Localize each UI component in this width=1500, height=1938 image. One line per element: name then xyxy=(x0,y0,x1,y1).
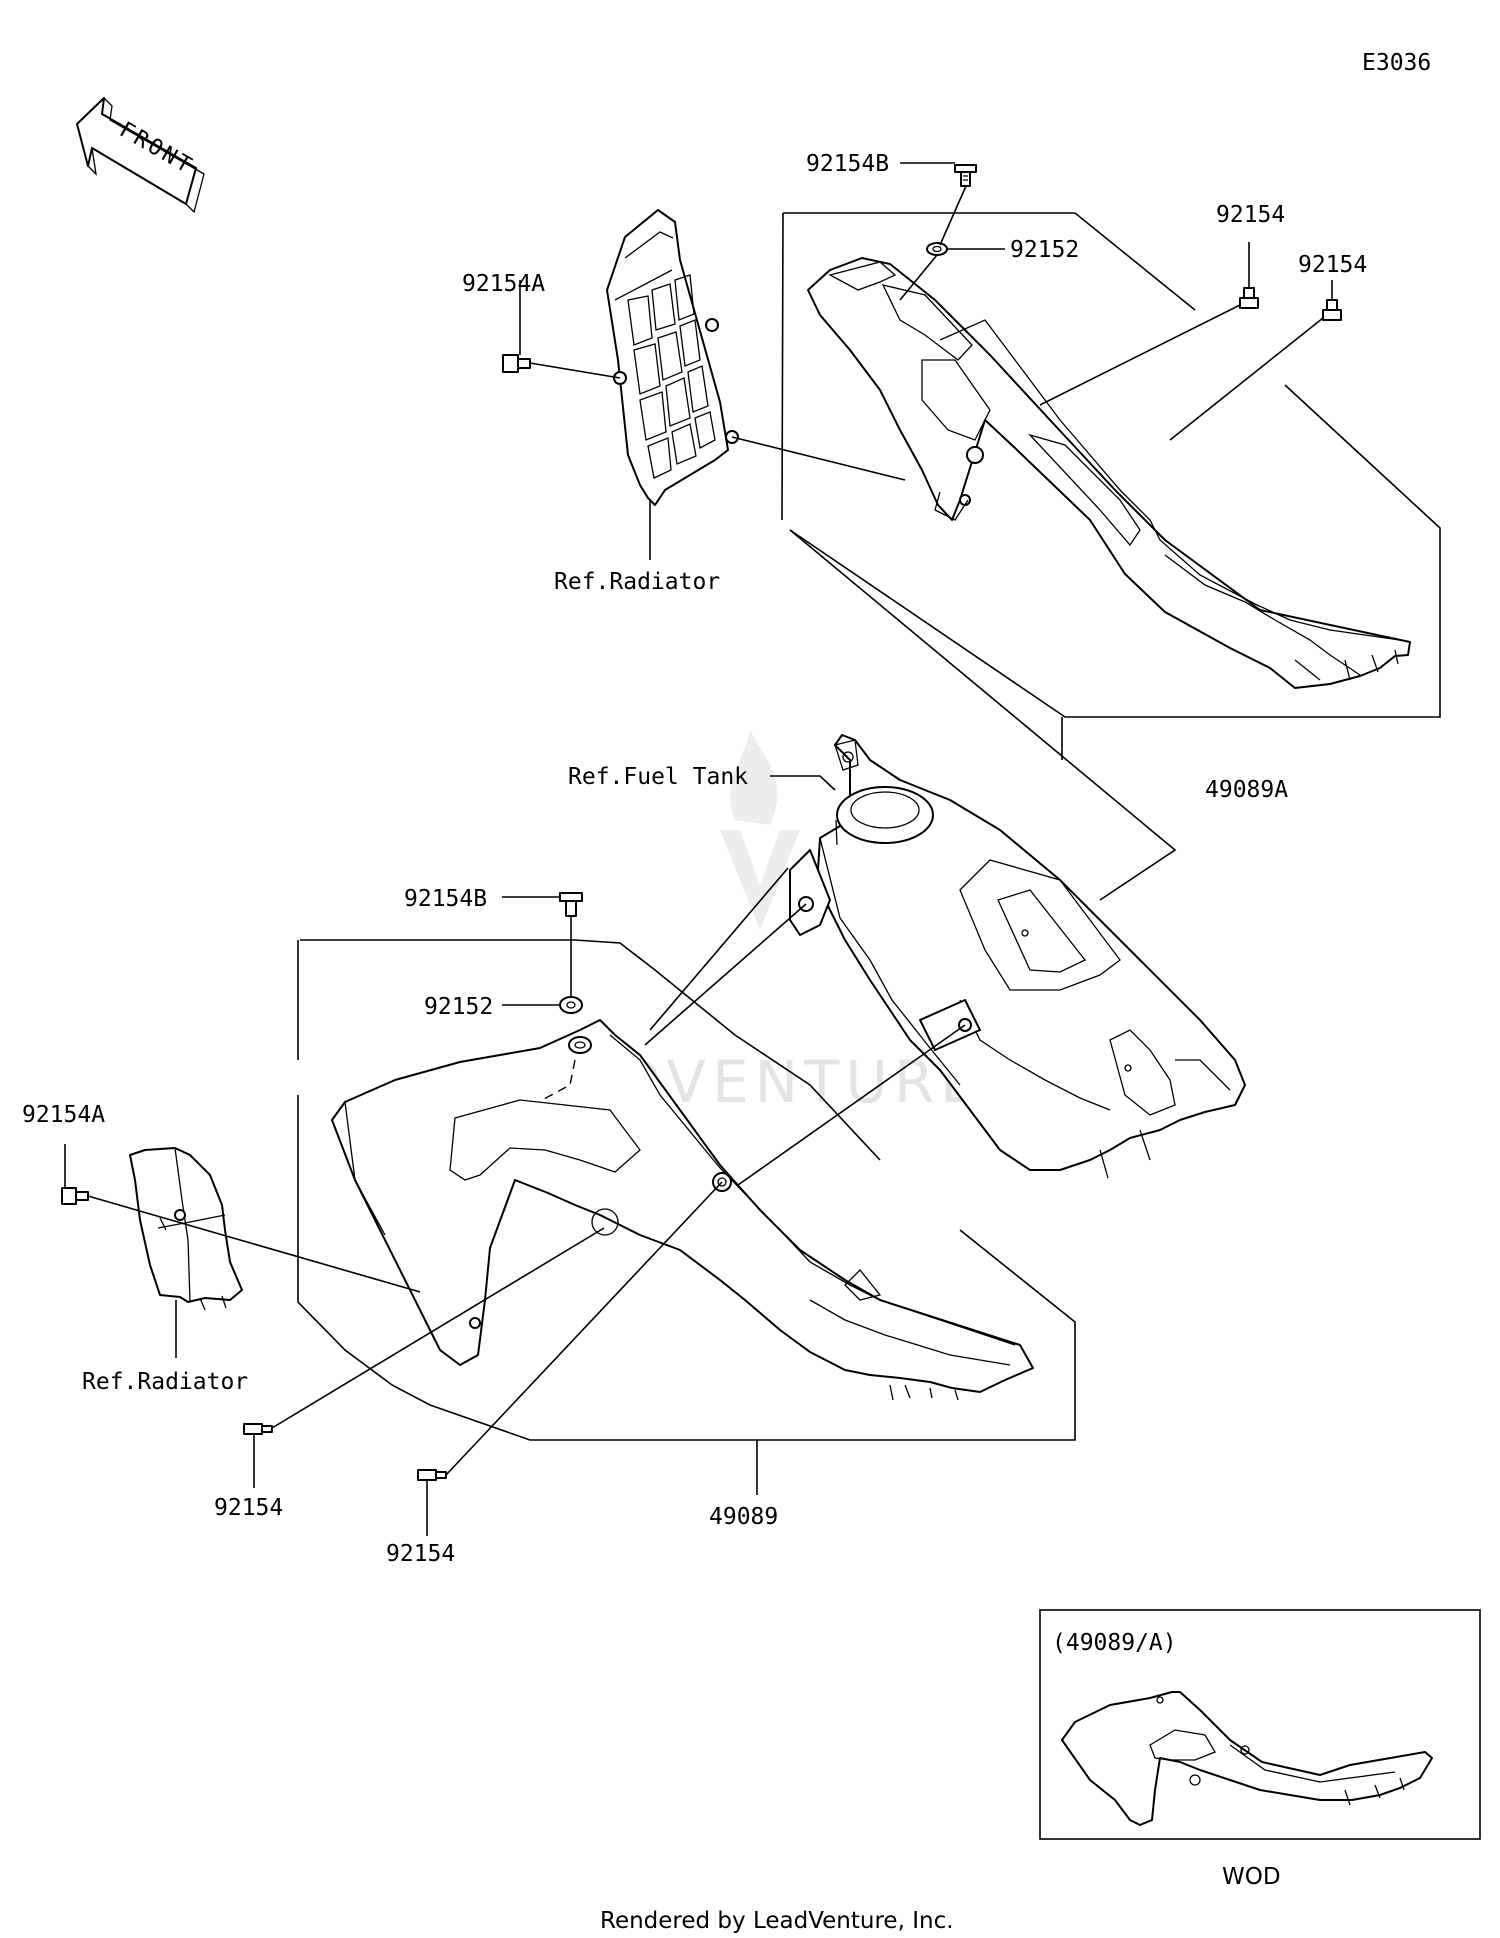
label-bot-ref-radiator: Ref.Radiator xyxy=(82,1369,248,1395)
label-top-92154A: 92154A xyxy=(462,271,545,297)
label-top-49089A: 49089A xyxy=(1205,777,1288,803)
top-bolt-92154-lower xyxy=(1322,299,1342,321)
label-bot-92154B: 92154B xyxy=(404,886,487,912)
top-radiator-shroud-grille xyxy=(606,209,739,560)
bottom-radiator-shroud-49089 xyxy=(331,1019,1034,1401)
label-bot-92152: 92152 xyxy=(424,994,493,1020)
top-grille-to-shroud-axis xyxy=(731,436,906,481)
bottom-92154-left-axis xyxy=(271,1227,605,1429)
bottom-assembly-frame xyxy=(297,939,1076,1441)
bottom-shroud-to-tank-axis xyxy=(737,1024,966,1186)
bottom-bolt-92154-left xyxy=(243,1423,273,1435)
label-top-92154-b: 92154 xyxy=(1298,252,1367,278)
ref-fuel-tank xyxy=(789,734,1246,1179)
inset-frame xyxy=(1039,1609,1481,1840)
label-ref-fuel-tank: Ref.Fuel Tank xyxy=(568,764,748,790)
label-top-92154B: 92154B xyxy=(806,151,889,177)
top-assembly-to-tank-leader xyxy=(789,529,1177,901)
tank-frame-leader xyxy=(649,867,789,1031)
top-bolt-axis-4 xyxy=(529,362,621,379)
top-radiator-shroud-49089A xyxy=(807,257,1411,689)
bottom-92154-right-axis xyxy=(445,1181,723,1476)
top-bolt-92154A xyxy=(502,354,531,373)
top-bolt-92154-upper xyxy=(1239,287,1259,309)
bottom-bolt-92154A xyxy=(61,1187,89,1205)
label-bot-92154A: 92154A xyxy=(22,1102,105,1128)
inset-title: (49089/A) xyxy=(1052,1630,1177,1656)
inset-caption: WOD xyxy=(1222,1864,1281,1890)
top-assembly-frame xyxy=(781,212,1441,718)
front-arrow-icon: FRONT xyxy=(76,97,205,214)
label-bot-92154-b: 92154 xyxy=(386,1541,455,1567)
label-top-ref-radiator: Ref.Radiator xyxy=(554,569,720,595)
top-bolt-92154B xyxy=(954,164,977,187)
diagram-code: E3036 xyxy=(1362,50,1431,76)
top-washer-92152 xyxy=(926,242,948,256)
label-top-92154-a: 92154 xyxy=(1216,202,1285,228)
render-credit-footer: Rendered by LeadVenture, Inc. xyxy=(600,1908,954,1934)
bottom-bolt-92154-right xyxy=(417,1469,447,1481)
top-bolt-axis xyxy=(939,185,967,246)
bottom-shroud-to-tank-axis-2 xyxy=(644,903,807,1046)
ref-fuel-tank-leader xyxy=(770,775,836,791)
label-top-92152: 92152 xyxy=(1010,237,1079,263)
top-bolt-axis-3 xyxy=(1169,317,1324,441)
bottom-92154A-axis xyxy=(87,1195,421,1293)
bottom-bolt-92154B xyxy=(559,892,583,917)
bottom-ref-radiator-guard xyxy=(129,1147,243,1311)
label-bot-49089: 49089 xyxy=(709,1504,778,1530)
bottom-washer-92152 xyxy=(559,996,583,1014)
top-washer-axis xyxy=(899,254,938,301)
top-bolt-axis-2 xyxy=(1039,304,1241,406)
inset-49089-A: (49089/A) WOD xyxy=(1039,1609,1481,1890)
label-bot-92154-a: 92154 xyxy=(214,1495,283,1521)
